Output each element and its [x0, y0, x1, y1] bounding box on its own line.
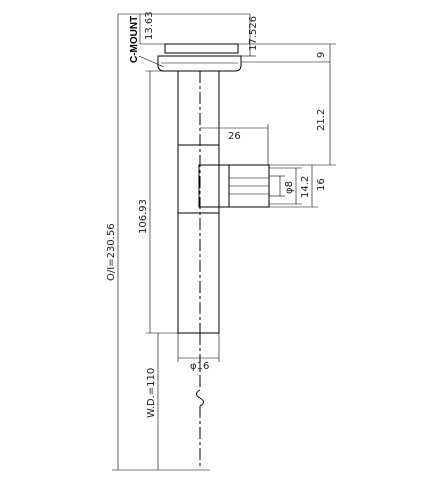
dim-26: 26 [228, 131, 241, 142]
dim-106-93: 106.93 [138, 199, 149, 234]
dim-oi: O/I=230.56 [106, 223, 117, 281]
dim-16: 16 [316, 178, 327, 191]
dim-13-63: 13.63 [144, 11, 155, 40]
c-mount-label: C-MOUNT [129, 16, 140, 63]
dimension-lines [112, 13, 336, 471]
side-port [198, 164, 270, 208]
dim-21-2: 21.2 [316, 109, 327, 131]
dim-phi16: φ16 [190, 361, 209, 372]
lens-body [177, 70, 220, 334]
dim-9: 9 [316, 52, 327, 58]
dim-17-526: 17.526 [248, 16, 259, 51]
working-distance-axis [196, 333, 204, 468]
dim-wd: W.D.=110 [146, 368, 157, 418]
dim-phi8: φ8 [284, 181, 295, 194]
dim-14-2: 14.2 [300, 176, 311, 198]
c-mount-flange [157, 43, 242, 72]
